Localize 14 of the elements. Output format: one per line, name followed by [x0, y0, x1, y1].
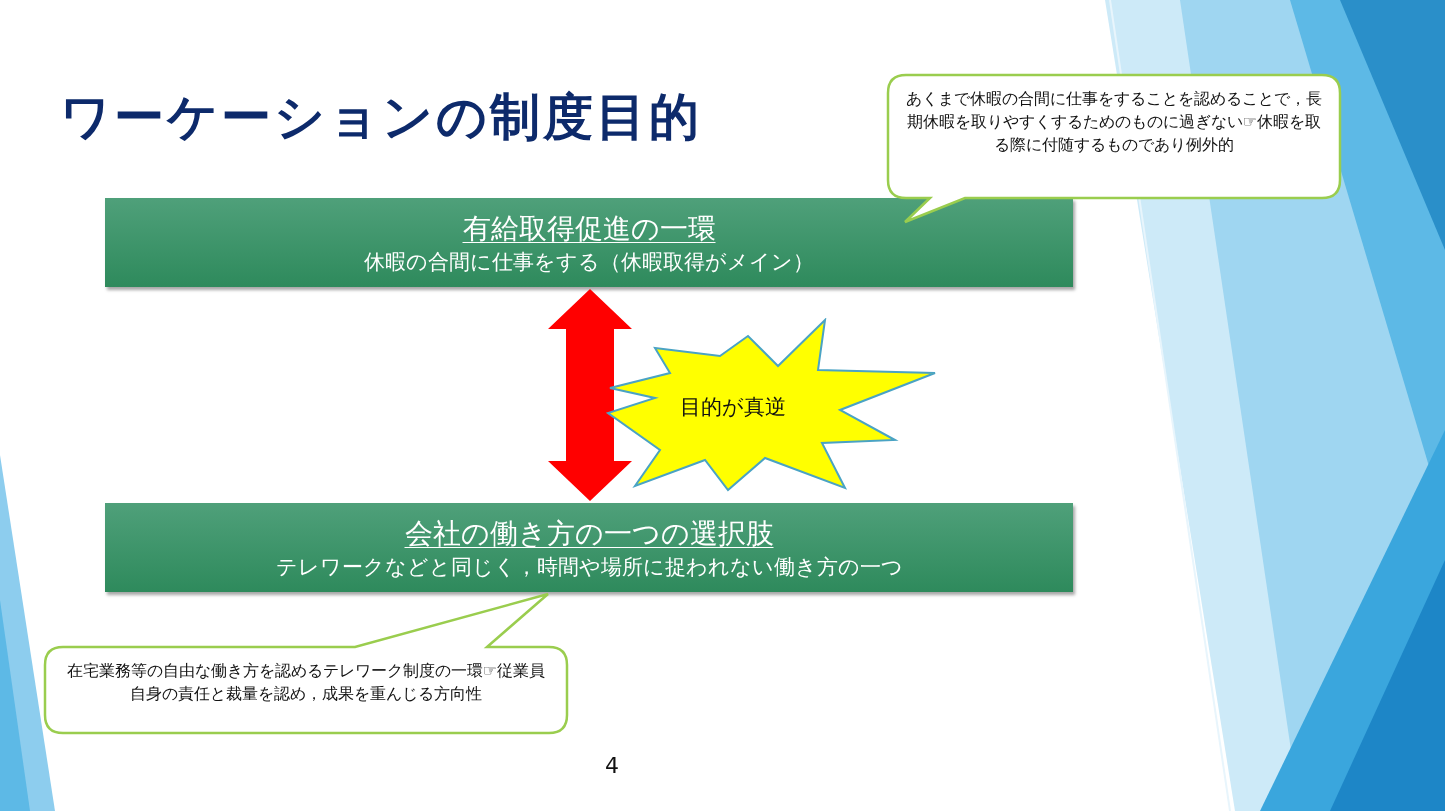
speech-bubble [43, 592, 569, 735]
box-subtitle: 休暇の合間に仕事をする（休暇取得がメイン） [364, 248, 814, 276]
starburst-label: 目的が真逆 [680, 394, 786, 420]
heading-box [105, 503, 1073, 592]
callout-text: 在宅業務等の自由な働き方を認めるテレワーク制度の一環☞従業員自身の責任と裁量を認め，成果を重んじる方向性 [65, 660, 547, 705]
callout-text: あくまで休暇の合間に仕事をすることを認めることで，長期休暇を取りやすくするためのものに過ぎない☞休暇を取る際に付随するものであり例外的 [905, 88, 1323, 156]
double-arrow [548, 289, 632, 501]
box-heading: 会社の働き方の一つの選択肢 [404, 515, 774, 552]
box-heading: 有給取得促進の一環 [462, 210, 716, 247]
page-number: 4 [605, 752, 619, 780]
heading-box [105, 198, 1073, 287]
speech-bubble [886, 73, 1342, 224]
slide-title: ワーケーションの制度目的 [60, 87, 702, 148]
box-subtitle: テレワークなどと同じく，時間や場所に捉われない働き方の一つ [275, 553, 903, 581]
